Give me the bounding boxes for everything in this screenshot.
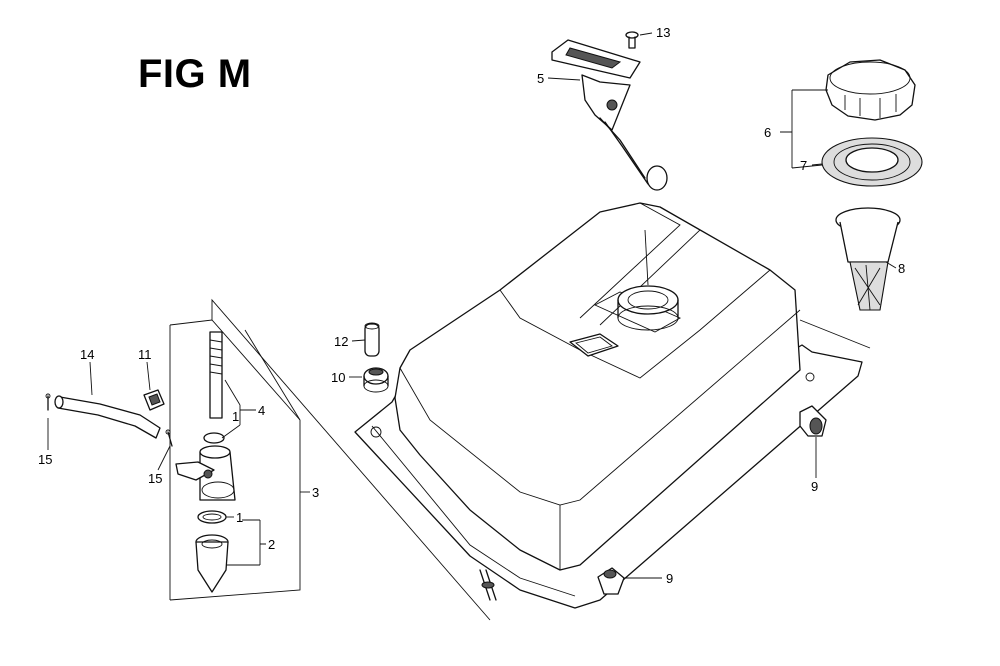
- callout-5: 5: [537, 71, 545, 86]
- fuel-cap-part: [825, 59, 916, 121]
- figure-title: FIG M: [138, 52, 252, 96]
- fuel-tube-part: [54, 395, 161, 439]
- callout-12: 12: [334, 334, 349, 349]
- callout-4: 4: [258, 403, 266, 418]
- callout-10: 10: [331, 370, 346, 385]
- callout-15-right: 15: [148, 471, 163, 486]
- cushion-part-upper: [799, 405, 827, 437]
- callout-15-left: 15: [38, 452, 53, 467]
- hose-clip-part-left: [45, 393, 51, 411]
- fuel-strainer-part: [835, 207, 901, 311]
- sediment-cup-part: [195, 534, 229, 593]
- callout-14: 14: [80, 347, 95, 362]
- cushion-part-lower: [597, 567, 625, 595]
- callout-9-lower: 9: [666, 571, 674, 586]
- callout-3: 3: [312, 485, 320, 500]
- rubber-bushing-part: [364, 322, 380, 357]
- fuel-tank: [394, 202, 801, 601]
- mount-rubber-part: [363, 367, 389, 393]
- fuel-valve-part: [175, 331, 236, 501]
- callout-9-upper: 9: [811, 479, 819, 494]
- callout-1-upper: 1: [232, 409, 240, 424]
- callout-6: 6: [764, 125, 772, 140]
- callout-2: 2: [268, 537, 276, 552]
- tube-clip-part: [143, 389, 165, 411]
- leader-lines: [47, 32, 897, 579]
- callout-8: 8: [898, 261, 906, 276]
- o-ring-part: [197, 510, 227, 524]
- cap-gasket-part: [821, 137, 923, 187]
- fuel-gauge-part: [551, 39, 668, 191]
- callout-13: 13: [656, 25, 671, 40]
- callout-7: 7: [800, 158, 808, 173]
- hose-clip-part-right: [165, 429, 173, 447]
- fuel-valve-assembly-outline: [169, 298, 491, 621]
- callout-11: 11: [138, 347, 152, 362]
- screw-part: [625, 31, 639, 49]
- callout-1-lower: 1: [236, 510, 244, 525]
